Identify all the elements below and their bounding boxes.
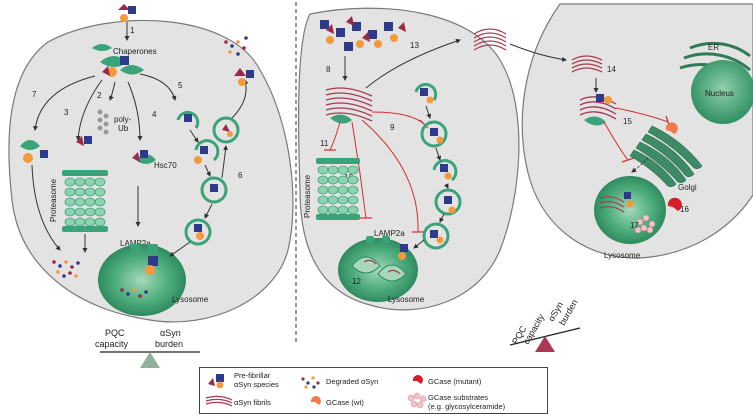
lysosome-middle	[338, 238, 418, 302]
lysosome-left-cargo-icon	[120, 256, 158, 298]
prefibrillar-species-icon	[118, 4, 136, 22]
chaperone-complex-icon	[92, 44, 144, 77]
step-label-12: 12	[352, 277, 361, 286]
lamp2a-middle-label: LAMP2a	[374, 229, 405, 238]
middle-autophagosome-sequence-icon	[414, 82, 462, 250]
nucleus	[691, 60, 753, 124]
balance-left-pqc-2: capacity	[95, 339, 129, 349]
gcase-mutant-icon	[667, 197, 682, 211]
balance-right	[509, 327, 581, 352]
middle-prefibrillar-cluster-icon	[320, 16, 406, 51]
chaperones-label: Chaperones	[113, 47, 157, 56]
legend-gcase-mutant-icon	[412, 375, 423, 384]
legend-prefibrillar-label-2: αSyn species	[234, 380, 279, 389]
left-cell	[8, 19, 294, 323]
middle-fibril-aggregate-icon	[325, 87, 373, 122]
lysosome-middle-label: Lysosome	[388, 295, 425, 304]
legend-prefibrillar-label-1: Pre-fibrillar	[234, 371, 271, 380]
legend-degraded-label: Degraded αSyn	[326, 377, 379, 386]
step-label-3: 3	[64, 108, 69, 117]
side-chaperone-icon	[20, 140, 48, 163]
lysosome-right-label: Lysosome	[604, 251, 641, 260]
exocytosed-asyn-icon	[234, 68, 254, 86]
lysosome-left-label: Lysosome	[172, 295, 209, 304]
legend-substrates-label-1: GCase substrates	[428, 393, 489, 402]
gcase-wt-golgi-icon	[665, 122, 678, 134]
legend-gcase-mutant-label: GCase (mutant)	[428, 377, 482, 386]
step-label-4: 4	[152, 110, 157, 119]
step-label-14: 14	[607, 65, 616, 74]
lysosome-middle-content-icon	[351, 244, 408, 282]
extracellular-fibrils-icon	[473, 28, 507, 51]
step-label-6: 6	[238, 171, 243, 180]
lamp2a-left-receptor	[130, 244, 140, 252]
step-label-8: 8	[326, 65, 331, 74]
poly-ub-label-2: Ub	[118, 124, 129, 133]
golgi-apparatus	[629, 125, 703, 187]
legend-degraded-icon	[301, 376, 320, 389]
right-fibril-incoming-icon	[571, 55, 603, 73]
proteasome-middle	[316, 158, 360, 220]
proteasome-left-label: Proteasome	[49, 178, 58, 222]
balance-left-pqc-1: PQC	[105, 328, 125, 338]
legend-fibril-icon	[205, 395, 233, 407]
middle-fibril-chaperone	[330, 114, 352, 124]
degraded-asyn-left-icon	[52, 260, 80, 278]
legend-prefibrillar-icon	[208, 374, 224, 388]
step-label-17: 17	[630, 221, 639, 230]
proteasome-left	[62, 170, 108, 232]
step-label-5: 5	[178, 81, 183, 90]
legend-gcase-wt-icon	[310, 396, 321, 405]
golgi-label: Golgi	[678, 183, 697, 192]
step-label-2: 2	[97, 91, 102, 100]
step-label-13: 13	[410, 41, 419, 50]
legend-gcase-wt-label: GCase (wt)	[326, 398, 364, 407]
step-label-7: 7	[32, 90, 37, 99]
right-fibril-aggregate-icon	[579, 94, 617, 126]
hsc70-complex-icon	[132, 150, 156, 164]
step-label-11: 11	[320, 139, 329, 148]
lysosome-right	[594, 176, 666, 244]
legend-box: Pre-fibrillar αSyn species αSyn fibrils …	[199, 367, 548, 414]
step-label-15: 15	[623, 117, 632, 126]
hsc70-label: Hsc70	[154, 161, 177, 170]
balance-left	[100, 351, 200, 368]
step-label-16: 16	[680, 205, 689, 214]
poly-ub-chain-icon	[76, 109, 109, 146]
autophagosome-sequence-icon	[176, 110, 240, 246]
step-label-9: 9	[390, 123, 395, 132]
er-label: ER	[708, 43, 719, 52]
legend-substrates-label-2: (e.g. glycosylceramide)	[428, 402, 506, 411]
lysosome-left	[98, 244, 186, 316]
legend-fibrils-label: αSyn fibrils	[234, 398, 271, 407]
balance-left-asyn-2: burden	[155, 339, 183, 349]
proteasome-middle-label: Proteasome	[303, 174, 312, 218]
nucleus-label: Nucleus	[705, 89, 734, 98]
right-cell	[521, 3, 753, 259]
step-label-1: 1	[130, 26, 135, 35]
lysosome-right-content-icon	[599, 192, 656, 234]
poly-ub-label-1: poly-	[114, 115, 132, 124]
lamp2a-left-label: LAMP2a	[120, 239, 151, 248]
balance-left-asyn-1: αSyn	[160, 328, 181, 338]
degraded-asyn-outside-icon	[224, 36, 248, 56]
legend-substrates-icon	[407, 392, 427, 409]
